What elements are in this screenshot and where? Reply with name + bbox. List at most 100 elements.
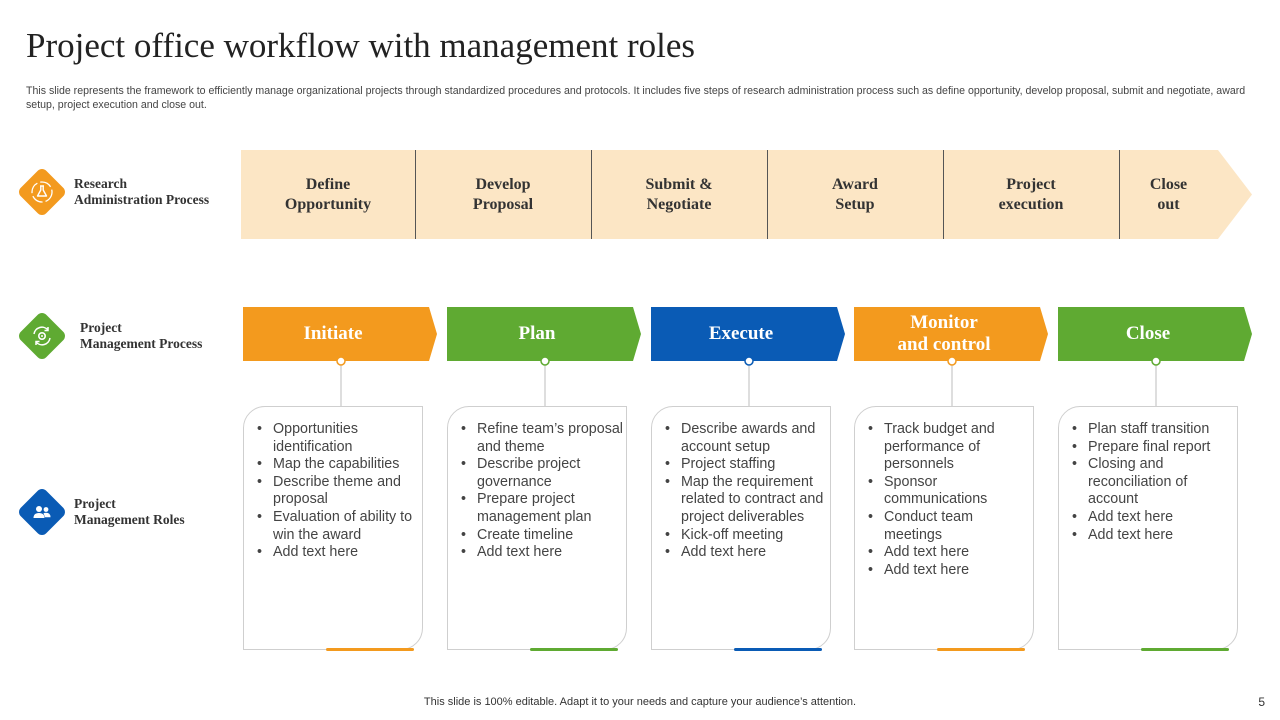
role-item: Closing and reconciliation of account <box>1071 456 1235 509</box>
role-item: Project staffing <box>664 456 828 474</box>
phase-label-line1: Initiate <box>303 323 363 344</box>
role-item: Prepare final report <box>1071 439 1235 457</box>
phase-label-line1: Plan <box>518 323 556 344</box>
role-item: Opportunities identification <box>256 421 420 456</box>
card-accent-bar <box>326 648 414 651</box>
roles-list: Opportunities identificationMap the capa… <box>256 421 420 562</box>
research-diamond <box>16 166 68 218</box>
roles-list: Track budget and performance of personne… <box>867 421 1031 579</box>
roles-card-3: Describe awards and account setupProject… <box>651 406 831 651</box>
role-item: Map the capabilities <box>256 456 420 474</box>
role-item: Add text here <box>460 544 624 562</box>
role-item: Add text here <box>1071 509 1235 527</box>
row-project-management-line2: Management Process <box>80 336 203 351</box>
role-item: Add text here <box>1071 527 1235 545</box>
research-step-3: Submit & Negotiate <box>591 150 767 239</box>
phase-plan: Plan <box>447 307 641 361</box>
roles-card-1: Opportunities identificationMap the capa… <box>243 406 423 651</box>
page-title: Project office workflow with management … <box>26 26 696 65</box>
roles-card-2: Refine team’s proposal and themeDescribe… <box>447 406 627 651</box>
row-project-management-line1: Project <box>80 320 122 335</box>
row-research-line1: Research <box>74 176 127 191</box>
card-accent-bar <box>1141 648 1229 651</box>
role-item: Prepare project management plan <box>460 491 624 526</box>
role-item: Add text here <box>256 544 420 562</box>
research-step-line1: Award <box>832 175 878 193</box>
phase-label: Execute <box>651 307 831 361</box>
role-item: Refine team’s proposal and theme <box>460 421 624 456</box>
research-step-line1: Project <box>1006 175 1056 193</box>
research-step-divider <box>767 150 768 239</box>
role-item: Plan staff transition <box>1071 421 1235 439</box>
page-number: 5 <box>1258 695 1265 709</box>
roles-card-5: Plan staff transitionPrepare final repor… <box>1058 406 1238 651</box>
phase-label-line2: and control <box>897 334 991 355</box>
role-item: Kick-off meeting <box>664 527 828 545</box>
phase-initiate: Initiate <box>243 307 437 361</box>
research-step-line2: Proposal <box>472 195 534 213</box>
roles-card-4: Track budget and performance of personne… <box>854 406 1034 651</box>
roles-list: Describe awards and account setupProject… <box>664 421 828 562</box>
research-step-line2: out <box>1157 195 1180 213</box>
research-step-line2: Opportunity <box>284 195 372 213</box>
people-icon <box>33 506 51 518</box>
phase-arrow-shape <box>1058 307 1252 361</box>
row-roles-line2: Management Roles <box>74 512 185 527</box>
research-band <box>241 150 1252 239</box>
research-step-line2: execution <box>998 195 1064 213</box>
role-item: Describe awards and account setup <box>664 421 828 456</box>
phase-arrow-shape <box>243 307 437 361</box>
row-label-roles: Project Management Roles <box>16 486 185 538</box>
gear-cycle-icon <box>33 326 51 346</box>
roles-list: Plan staff transitionPrepare final repor… <box>1071 421 1235 544</box>
phase-label: Initiate <box>243 307 423 361</box>
research-step-divider <box>415 150 416 239</box>
roles-diamond <box>16 486 68 538</box>
row-label-research: Research Administration Process <box>16 166 210 218</box>
phase-label: Plan <box>447 307 627 361</box>
role-item: Sponsor communications <box>867 474 1031 509</box>
flask-icon <box>31 181 53 203</box>
research-step-line1: Submit & <box>645 175 713 193</box>
research-step-5: Project execution <box>943 150 1119 239</box>
phase-arrow-shape <box>447 307 641 361</box>
role-item: Add text here <box>867 562 1031 580</box>
research-step-line2: Negotiate <box>646 195 712 213</box>
research-step-line1: Define <box>305 175 351 193</box>
role-item: Describe theme and proposal <box>256 474 420 509</box>
research-step-divider <box>591 150 592 239</box>
phase-arrow-shape <box>854 307 1048 361</box>
card-accent-bar <box>530 648 618 651</box>
role-item: Add text here <box>867 544 1031 562</box>
phase-label-line1: Close <box>1125 323 1171 344</box>
page-subtitle: This slide represents the framework to e… <box>26 85 1246 111</box>
row-research-line2: Administration Process <box>74 192 210 207</box>
research-step-line1: Close <box>1149 175 1188 193</box>
phase-close: Close <box>1058 307 1252 361</box>
role-item: Create timeline <box>460 527 624 545</box>
research-step-divider <box>943 150 944 239</box>
footer-note: This slide is 100% editable. Adapt it to… <box>423 696 857 708</box>
phase-label-line1: Execute <box>708 323 774 344</box>
card-accent-bar <box>937 648 1025 651</box>
research-step-6: Close out <box>1119 150 1218 239</box>
phase-execute: Execute <box>651 307 845 361</box>
phase-arrow-shape <box>651 307 845 361</box>
role-item: Conduct team meetings <box>867 509 1031 544</box>
role-item: Evaluation of ability to win the award <box>256 509 420 544</box>
row-label-project-management: Project Management Process <box>16 310 203 362</box>
phase-label: Close <box>1058 307 1238 361</box>
role-item: Add text here <box>664 544 828 562</box>
phase-label-line1: Monitor <box>910 312 978 333</box>
research-step-divider <box>1119 150 1120 239</box>
research-step-line2: Setup <box>835 195 875 213</box>
role-item: Map the requirement related to contract … <box>664 474 828 527</box>
roles-list: Refine team’s proposal and themeDescribe… <box>460 421 624 562</box>
row-roles-line1: Project <box>74 496 116 511</box>
research-step-line1: Develop <box>475 175 531 193</box>
